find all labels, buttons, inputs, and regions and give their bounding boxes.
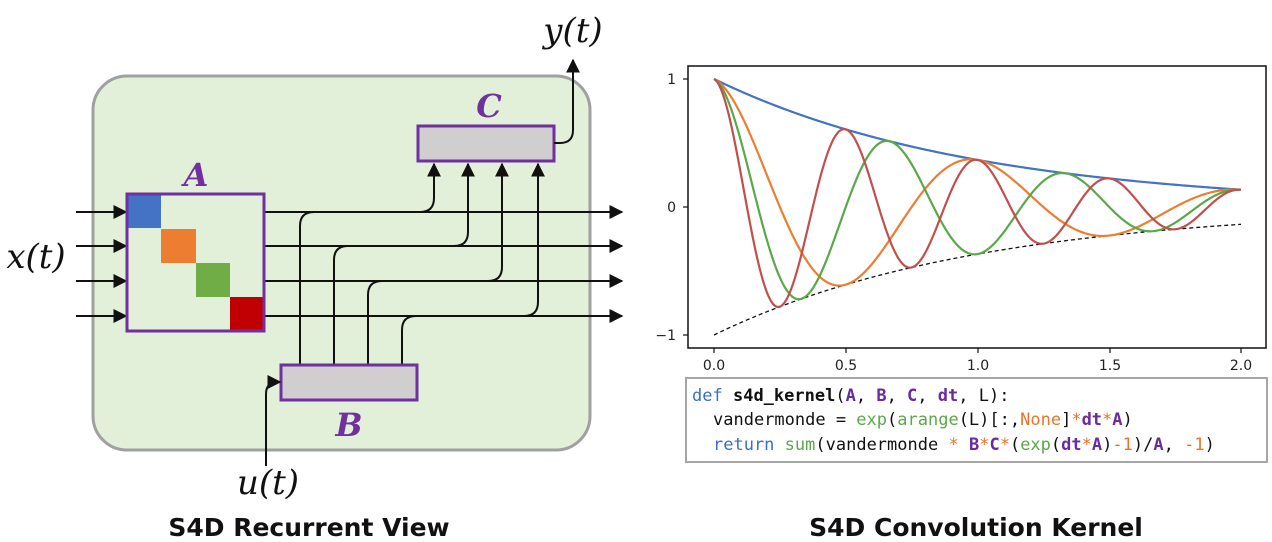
a-diag-1 xyxy=(128,195,161,228)
xtick-4: 2.0 xyxy=(1230,358,1252,374)
kernel-plot: 1 0 −1 0.0 0.5 1.0 1.5 2.0 def s4d_kerne… xyxy=(655,65,1268,542)
b-matrix xyxy=(279,363,419,402)
y-output-arrow xyxy=(554,58,580,144)
a-diag-3 xyxy=(196,263,230,297)
a-label: A xyxy=(181,156,209,194)
left-caption: S4D Recurrent View xyxy=(168,513,449,542)
u-input-arrow xyxy=(265,375,282,466)
x-axis xyxy=(713,348,1242,353)
b-label: B xyxy=(334,406,362,444)
code-box xyxy=(685,377,1268,463)
recurrent-view: A C y(t) B u(t) x(t) S4D Recurrent View xyxy=(6,11,624,542)
kernel-series-4 xyxy=(713,78,1242,309)
kernel-series-3 xyxy=(713,78,1242,301)
y-axis xyxy=(683,78,688,336)
c-label: C xyxy=(476,87,502,125)
c-matrix xyxy=(416,124,556,163)
ytick-1: 1 xyxy=(667,72,676,88)
u-label: u(t) xyxy=(237,463,299,503)
ytick-0: 0 xyxy=(667,200,676,216)
xtick-1: 0.5 xyxy=(835,358,857,374)
xtick-3: 1.5 xyxy=(1099,358,1121,374)
kernel-curves xyxy=(713,78,1242,336)
code-line-1: def s4d_kernel(A, B, C, dt, L): xyxy=(692,386,1009,406)
x-label: x(t) xyxy=(6,237,65,277)
code-line-2: vandermonde = exp(arange(L)[:,None]*dt*A… xyxy=(713,410,1133,430)
code-line-3: return sum(vandermonde * B*C*(exp(dt*A)-… xyxy=(713,435,1215,455)
a-diag-2 xyxy=(161,229,196,263)
xtick-0: 0.0 xyxy=(703,358,725,374)
b-to-c-connections xyxy=(299,162,545,365)
xtick-2: 1.0 xyxy=(967,358,989,374)
input-arrows xyxy=(76,205,128,323)
ytick-neg1: −1 xyxy=(655,328,676,344)
y-label: y(t) xyxy=(541,11,602,51)
right-caption: S4D Convolution Kernel xyxy=(809,513,1143,542)
a-diag-4 xyxy=(230,297,263,330)
